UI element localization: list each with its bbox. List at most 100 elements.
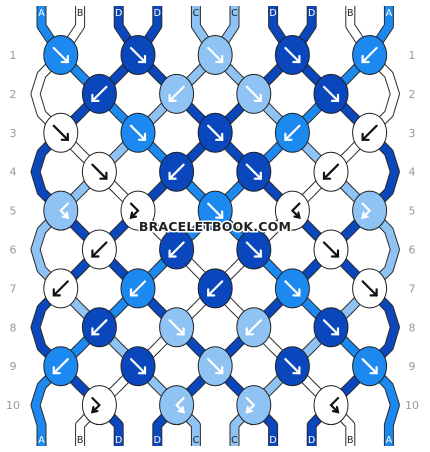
arrow-down-right-icon [245, 397, 256, 414]
arrow-down-right-icon [284, 280, 301, 297]
knots-layer [43, 35, 388, 426]
arrow-down-right-icon [361, 202, 372, 220]
watermark-text: BRACELETBOOK.COM [139, 219, 291, 234]
row-number-left: 10 [6, 399, 20, 412]
knot [313, 151, 349, 192]
arrow-down-right-icon [207, 124, 224, 141]
row-number-right: 1 [409, 49, 416, 62]
knot [120, 268, 156, 309]
arrow-down-left-icon [175, 397, 186, 414]
bottom-strand-letter: B [347, 435, 354, 446]
arrow-down-right-icon [207, 358, 224, 375]
knot [197, 112, 233, 153]
knot [81, 151, 117, 192]
arrow-down-right-icon [129, 46, 147, 64]
knot [120, 35, 156, 75]
knot [313, 73, 349, 114]
row-number-left: 5 [10, 205, 17, 218]
knot [352, 268, 388, 309]
arrow-down-right-icon [284, 358, 301, 375]
knot [313, 229, 349, 270]
knot [159, 73, 195, 114]
knot [236, 385, 272, 426]
knot [352, 346, 388, 387]
arrow-down-left-icon [91, 319, 108, 336]
knot [43, 268, 79, 309]
arrow-down-right-icon [322, 319, 340, 336]
arrow-down-left-icon [52, 280, 69, 297]
knot [120, 346, 156, 387]
arrow-down-right-icon [129, 358, 147, 375]
arrow-down-right-icon [91, 163, 108, 180]
row-number-right: 9 [409, 360, 416, 373]
arrow-down-right-icon [207, 46, 224, 64]
arrow-down-left-icon [245, 319, 262, 336]
row-number-left: 4 [10, 166, 17, 179]
arrow-down-right-icon [245, 163, 262, 180]
top-strand-letter: A [386, 8, 393, 19]
arrow-down-right-icon [322, 85, 340, 103]
row-number-right: 5 [409, 205, 416, 218]
top-strand-letter: D [154, 8, 161, 19]
knot [352, 112, 388, 153]
knot [120, 112, 156, 153]
knot [236, 307, 272, 348]
knot [197, 190, 233, 231]
arrow-down-left-icon [329, 397, 340, 414]
bottom-strand-letter: C [231, 435, 238, 446]
knot [81, 73, 117, 114]
knot [81, 307, 117, 348]
knot [81, 385, 117, 426]
knot [197, 268, 233, 309]
arrow-down-left-icon [290, 202, 301, 220]
arrow-down-right-icon [52, 124, 69, 141]
bottom-strand-letter: D [115, 435, 122, 446]
row-number-left: 1 [10, 49, 17, 62]
bottom-strand-letter: D [269, 435, 276, 446]
row-number-right: 6 [409, 244, 416, 257]
bottom-strand-letter: A [38, 435, 45, 446]
top-strand-letter: A [38, 8, 45, 19]
arrow-down-right-icon [129, 202, 140, 220]
top-strand-letter: C [231, 8, 238, 19]
knot [274, 346, 310, 387]
knot [43, 346, 79, 387]
arrow-down-right-icon [361, 358, 378, 375]
knot [274, 35, 310, 75]
bottom-strand-letter: B [77, 435, 84, 446]
row-number-right: 8 [409, 321, 416, 334]
knot [352, 190, 388, 231]
knot [236, 73, 272, 114]
arrow-down-right-icon [90, 397, 101, 414]
knot [120, 190, 156, 231]
knot [313, 307, 349, 348]
arrow-down-left-icon [361, 46, 378, 64]
arrow-down-left-icon [129, 280, 147, 297]
arrow-down-left-icon [168, 163, 185, 180]
arrow-down-right-icon [322, 241, 340, 258]
row-number-right: 4 [409, 166, 416, 179]
arrow-down-right-icon [129, 124, 147, 141]
arrow-down-left-icon [168, 241, 185, 258]
arrow-down-right-icon [284, 46, 301, 64]
knot [43, 35, 79, 75]
row-number-right: 7 [409, 282, 416, 295]
knot [236, 229, 272, 270]
knot [313, 385, 349, 426]
arrow-down-left-icon [361, 124, 378, 141]
knot [274, 190, 310, 231]
knot [159, 307, 195, 348]
knot [43, 112, 79, 153]
arrow-down-right-icon [245, 241, 262, 258]
row-number-left: 7 [10, 282, 17, 295]
arrow-down-left-icon [59, 202, 70, 220]
arrow-down-left-icon [207, 280, 224, 297]
knot [159, 151, 195, 192]
knot [197, 346, 233, 387]
row-number-left: 8 [10, 321, 17, 334]
knot [43, 190, 79, 231]
arrow-down-right-icon [207, 202, 224, 219]
row-number-right: 3 [409, 127, 416, 140]
